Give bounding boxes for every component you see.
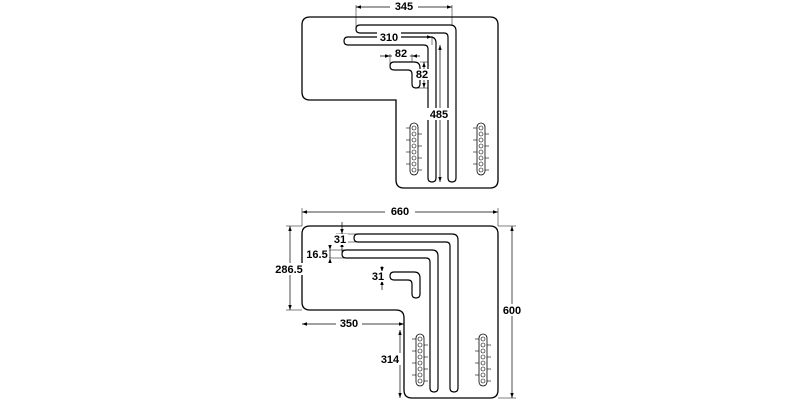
dim-82-vertical-label: 82 bbox=[416, 69, 428, 81]
bottom-inner-slot bbox=[341, 249, 439, 393]
dim-345-label: 345 bbox=[395, 1, 413, 13]
top-drawing: 345 310 82 82 485 bbox=[301, 1, 499, 189]
bottom-plate-outline bbox=[301, 225, 499, 399]
top-plate-outline bbox=[301, 16, 499, 189]
top-outer-slot bbox=[355, 24, 457, 183]
dim-350-label: 350 bbox=[340, 318, 358, 330]
bottom-drawing: 660 31 16.5 286.5 31 bbox=[274, 206, 523, 399]
bottom-outer-slot bbox=[353, 233, 459, 393]
dim-31-upper-label: 31 bbox=[334, 234, 346, 246]
bottom-l-cutout bbox=[389, 271, 421, 299]
dim-600-label: 600 bbox=[503, 305, 521, 317]
dim-16-5-label: 16.5 bbox=[306, 249, 327, 261]
dim-485-label: 485 bbox=[430, 109, 448, 121]
dim-82-horizontal-label: 82 bbox=[395, 48, 407, 60]
dim-31-lower-label: 31 bbox=[372, 271, 384, 283]
dim-310-label: 310 bbox=[380, 32, 398, 44]
top-l-cutout bbox=[389, 61, 421, 89]
dim-286-5-label: 286.5 bbox=[275, 264, 303, 276]
top-inner-slot bbox=[343, 36, 437, 183]
dim-314-label: 314 bbox=[381, 354, 400, 366]
dim-660-label: 660 bbox=[391, 206, 409, 218]
